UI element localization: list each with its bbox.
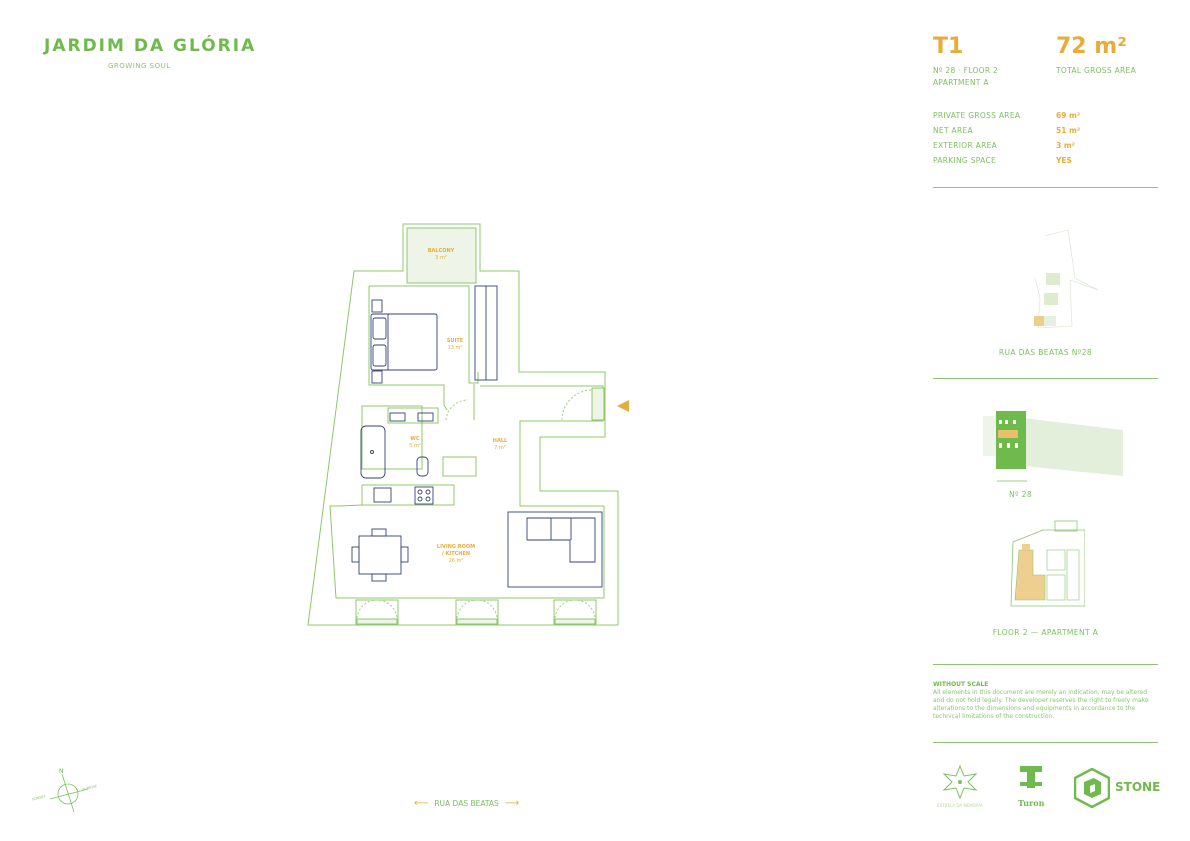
area-label: NET AREA bbox=[933, 126, 973, 135]
arrow-left-icon: ⟵ bbox=[414, 798, 429, 809]
area-label: PRIVATE GROSS AREA bbox=[933, 111, 1021, 120]
bed bbox=[370, 313, 438, 371]
turon-logo-text: Turon bbox=[1018, 798, 1045, 808]
floor-caption: FLOOR 2 — APARTMENT A bbox=[992, 628, 1099, 637]
disclaimer-text: All elements in this document are merely… bbox=[933, 689, 1149, 720]
divider bbox=[933, 378, 1158, 379]
area-label: PARKING SPACE bbox=[933, 156, 996, 165]
total-area: 72 m² bbox=[1056, 34, 1127, 59]
compass-north: N bbox=[59, 768, 64, 775]
area-value: 3 m² bbox=[1056, 141, 1075, 150]
divider bbox=[933, 664, 1158, 665]
location-caption: RUA DAS BEATAS Nº28 bbox=[998, 348, 1093, 357]
furniture bbox=[351, 285, 603, 588]
location-map bbox=[1034, 229, 1099, 328]
entrance-arrow-icon bbox=[617, 400, 629, 412]
divider bbox=[933, 187, 1158, 188]
disclaimer: WITHOUT SCALE All elements in this docum… bbox=[933, 681, 1158, 721]
compass-icon bbox=[49, 773, 89, 812]
sink bbox=[373, 487, 392, 503]
cooktop bbox=[414, 486, 434, 505]
bathtub bbox=[360, 425, 386, 479]
arrow-right-icon: ⟶ bbox=[504, 798, 520, 809]
balcony-area bbox=[406, 227, 477, 284]
divider bbox=[933, 742, 1158, 743]
area-value: 51 m² bbox=[1056, 126, 1081, 135]
street-label: ⟵ RUA DAS BEATAS ⟶ bbox=[414, 798, 519, 809]
facade-caption: Nº 28 bbox=[1008, 490, 1033, 499]
turon-logo-icon bbox=[1020, 766, 1042, 788]
dining-table bbox=[358, 535, 402, 575]
floor-plan bbox=[307, 223, 629, 626]
floor-key-plan bbox=[1010, 520, 1085, 607]
toilet bbox=[416, 456, 429, 477]
estrela-logo-icon bbox=[942, 764, 978, 800]
stone-logo-text: STONE bbox=[1115, 780, 1161, 794]
disclaimer-title: WITHOUT SCALE bbox=[933, 681, 989, 688]
unit-apartment: APARTMENT A bbox=[933, 78, 989, 87]
brand-tagline: GROWING SOUL bbox=[108, 62, 171, 70]
brand-logo: JARDIM DA GLÓRIA bbox=[44, 36, 257, 56]
facade-illustration bbox=[983, 411, 1123, 482]
total-area-label: TOTAL GROSS AREA bbox=[1056, 66, 1137, 75]
area-value: 69 m² bbox=[1056, 111, 1081, 120]
area-table: PRIVATE GROSS AREA 69 m² NET AREA 51 m² EX… bbox=[933, 108, 1080, 168]
area-label: EXTERIOR AREA bbox=[933, 141, 998, 150]
rug bbox=[507, 511, 603, 588]
stone-logo-icon bbox=[1074, 768, 1110, 808]
outer-wall bbox=[307, 223, 619, 626]
sofa bbox=[526, 517, 596, 563]
estrela-logo-text: ESTRELA DA MEMÓRIA bbox=[937, 803, 983, 808]
unit-type: T1 bbox=[933, 34, 964, 59]
street-name: RUA DAS BEATAS bbox=[434, 799, 499, 808]
unit-address: Nº 28 · FLOOR 2 bbox=[933, 66, 999, 75]
area-value: YES bbox=[1056, 156, 1072, 165]
